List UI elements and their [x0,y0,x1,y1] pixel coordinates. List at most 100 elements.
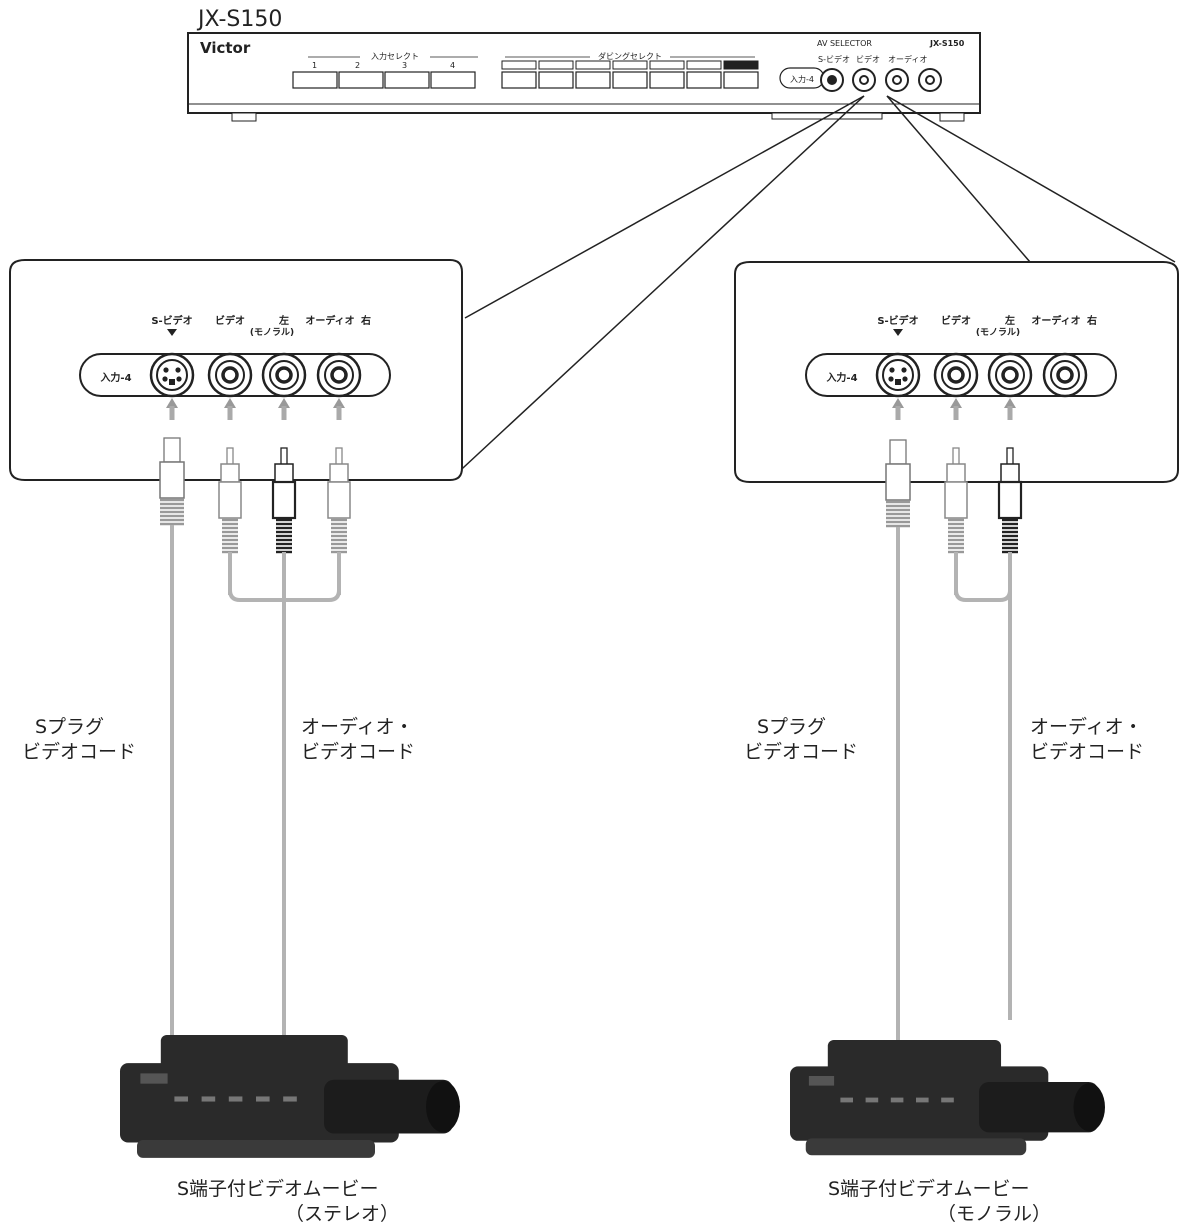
device-foot [231,112,257,122]
insert-arrow-icon [1004,398,1016,408]
input-button-4[interactable] [430,71,476,89]
rca-plug-body [327,481,351,519]
camcorder-control-button [840,1097,853,1103]
dubbing-button[interactable] [723,71,759,89]
left-s-cable-label-2: ビデオコード [22,741,136,763]
rca-plug-collar [946,463,966,483]
dubbing-select-label: ダビングセレクト [598,51,662,61]
audio-left-jack-core [1001,366,1019,384]
left-s-cable-label-1: Sプラグ [35,716,104,738]
left-jack-panel: 入力-4S-ビデオビデオ左オーディオ右(モノラル) [79,314,391,398]
mini-input-label: 入力-4 [790,74,814,84]
s-video-pin [901,367,907,373]
mini-audio-right-jack-core [925,75,935,85]
video-jack-core [947,366,965,384]
audio-right-label: 右 [1086,314,1097,327]
left-camcorder [120,1035,460,1158]
video-label: ビデオ [215,314,245,327]
device-foot [939,112,965,122]
s-video-key [895,379,901,385]
right-camcorder [790,1040,1105,1156]
rca-plug-body [218,481,242,519]
insert-arrow-icon [224,398,236,408]
mono-label: (モノラル) [250,327,294,338]
dubbing-indicator [723,60,759,70]
input-button-2-label: 2 [355,61,360,70]
camcorder-lens [324,1079,454,1134]
camcorder-control-button [941,1097,954,1103]
left-cables [159,398,351,1140]
s-video-marker-icon [893,329,903,336]
dubbing-button[interactable] [649,71,685,89]
rca-plug-body [997,480,1023,520]
model-title: JX-S150 [196,7,282,32]
dubbing-button[interactable] [575,71,611,89]
right-av-cable-label-2: ビデオコード [1030,741,1144,763]
camcorder-top-handle [827,1040,1002,1074]
insert-arrow-icon [892,398,904,408]
camcorder-base [805,1138,1027,1156]
audio-right-jack-core [1056,366,1074,384]
rca-plug-collar [274,463,294,483]
right-s-cable-label-1: Sプラグ [757,716,826,738]
dubbing-select-buttons [501,60,759,89]
s-video-pin [163,367,169,373]
input-button-1-label: 1 [312,61,317,70]
s-video-key [169,379,175,385]
rca-plug-collar [1000,463,1020,483]
input-button-1[interactable] [292,71,338,89]
input-button-2[interactable] [338,71,384,89]
rca-plug-collar [220,463,240,483]
camcorder-lens [979,1082,1099,1133]
input-4-label: 入力-4 [100,371,131,384]
audio-left-label: 左 [278,314,289,327]
s-video-marker-icon [167,329,177,336]
insert-arrow-icon [278,398,290,408]
mono-label: (モノラル) [976,327,1020,338]
input-button-3-label: 3 [402,61,407,70]
left-av-cable-label-2: ビデオコード [301,741,415,763]
dubbing-button[interactable] [686,71,722,89]
camcorder-control-button [865,1097,879,1103]
audio-left-label: 左 [1004,314,1015,327]
s-plug-body [159,461,185,499]
mini-jack-panel [820,68,942,92]
s-video-pin [162,376,168,382]
camcorder-lens-front [426,1081,460,1133]
dubbing-button[interactable] [612,71,648,89]
insert-arrow-icon [333,398,345,408]
dubbing-button[interactable] [501,71,537,89]
s-video-pin [176,376,182,382]
right-cables [885,398,1023,1060]
mini-s-video-jack-core [827,75,837,85]
camcorder-top-handle [160,1035,348,1071]
s-video-pin [175,367,181,373]
dubbing-indicator [538,60,574,70]
rca-plug-body [271,480,297,520]
left-setup: 入力-4S-ビデオビデオ左オーディオ右(モノラル) Sプラグ ビデオコード オー… [9,259,463,1225]
s-plug-body [885,463,911,501]
rca-plug-body [944,481,968,519]
dubbing-indicator [686,60,722,70]
camcorder-control-button [890,1097,904,1103]
camcorder-control-button [916,1097,929,1103]
input-button-3[interactable] [384,71,430,89]
camcorder-viewfinder [140,1073,168,1084]
dubbing-button[interactable] [538,71,574,89]
audio-label: オーディオ [1031,314,1080,327]
zoom-callout-lines [449,95,1176,481]
video-label: ビデオ [941,314,971,327]
mini-audio-label: オーディオ [888,54,927,64]
audio-right-jack-core [330,366,348,384]
audio-label: オーディオ [305,314,354,327]
camcorder-control-button [228,1096,243,1102]
right-s-cable-label-2: ビデオコード [744,741,858,763]
s-video-label: S-ビデオ [877,314,918,327]
right-camera-label-2: （モノラル） [937,1203,1051,1225]
av-cable-join [954,589,1012,602]
s-video-jack-ring [882,359,914,391]
device-front-panel: JX-S150 Victor AV SELECTOR JX-S150 入力セレク… [187,7,981,122]
callout-line [886,95,1031,263]
audio-left-jack-core [275,366,293,384]
